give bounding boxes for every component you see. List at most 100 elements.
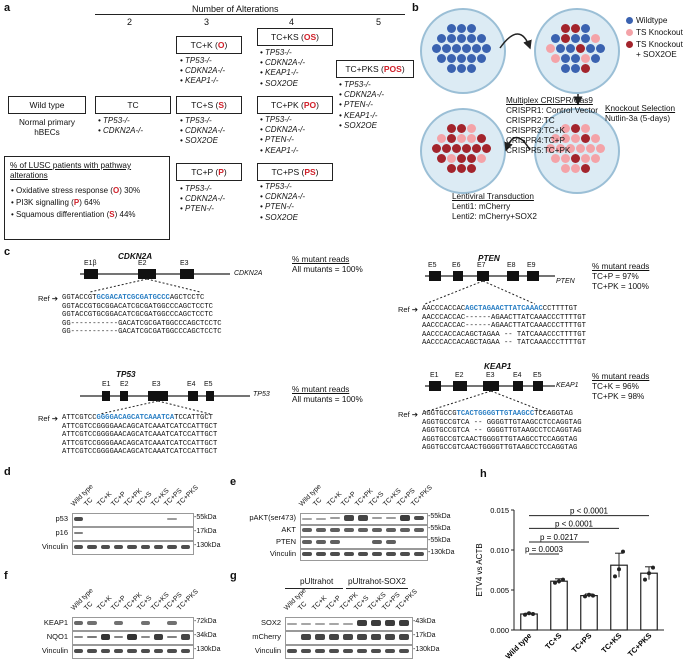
blot-kda: -17kDa [194, 528, 217, 535]
blot-band [316, 517, 326, 520]
blot-band [74, 636, 84, 638]
cell-dot [457, 64, 466, 73]
blot-strip [72, 617, 194, 631]
cdkn2a-e2: E2 [138, 260, 147, 267]
blot-band [87, 635, 97, 639]
cell-dot [561, 134, 570, 143]
blot-band [301, 622, 311, 625]
alterations-header: Number of Alterations [192, 4, 279, 14]
keap1-e2: E2 [455, 372, 464, 379]
g-group-2-rule [346, 588, 408, 589]
blot-band [74, 516, 84, 522]
genes-tc-pk: TP53-/-CDKN2A-/-PTEN-/-KEAP1-/- [260, 115, 305, 156]
group-tc-s: TC+S (S) [176, 96, 242, 114]
blot-band [315, 634, 325, 640]
data-point [643, 577, 647, 582]
cell-dot [586, 44, 595, 53]
tp53-ref-seq: ATTCGTCCGGGGACAGCATCAAATCATCCATTGCT [62, 414, 213, 422]
blot-band [400, 551, 410, 557]
cell-dot [477, 34, 486, 43]
blot-band [344, 528, 354, 532]
data-point [621, 549, 625, 554]
pten-gene-diagram [424, 271, 555, 305]
blot-band [358, 528, 368, 532]
cell-dot [561, 154, 570, 163]
blot-band [74, 544, 84, 550]
cell-dot [571, 164, 580, 173]
cell-dot [447, 164, 456, 173]
cell-dot [581, 24, 590, 33]
group-tc: TC [95, 96, 171, 114]
blot-band [343, 622, 353, 625]
pten-e9: E9 [527, 262, 536, 269]
y-tick-label: 0.000 [490, 626, 509, 635]
x-tick-label: TC+PKS [626, 631, 653, 658]
blot-band [287, 622, 297, 625]
blot-band [127, 634, 137, 640]
panel-b-legend: Wildtype TS Knockout TS Knockout + SOX2O… [626, 16, 685, 60]
keap1-e3: E3 [486, 372, 495, 379]
blot-band [372, 517, 382, 520]
cell-dot [477, 54, 486, 63]
blot-kda: -55kDa [428, 513, 451, 520]
x-tick-label: Wild type [504, 631, 534, 661]
cell-dot [551, 34, 560, 43]
blot-band [154, 634, 164, 640]
data-point [583, 594, 587, 599]
blot-band [127, 544, 137, 550]
blot-band [371, 634, 381, 640]
blot-band [180, 634, 190, 640]
bar [550, 580, 568, 631]
blot-band [358, 515, 368, 521]
blot-band [316, 551, 326, 557]
cell-dot [457, 164, 466, 173]
blot-band [330, 540, 340, 544]
data-point [527, 611, 531, 616]
blot-band [386, 517, 396, 520]
cdkn2a-e3: E3 [180, 260, 189, 267]
cell-dot [591, 54, 600, 63]
blot-kda: -34kDa [194, 632, 217, 639]
data-point [617, 567, 621, 572]
panel-e-label: e [230, 476, 237, 488]
cell-dot [472, 44, 481, 53]
blot-kda: -55kDa [428, 537, 451, 544]
arrow-crispr [499, 33, 532, 50]
keap1-e4: E4 [513, 372, 522, 379]
blot-band [302, 540, 312, 544]
cell-dot [467, 54, 476, 63]
blot-band [399, 634, 409, 640]
cell-dot [576, 144, 585, 153]
x-tick-label: TC+KS [600, 631, 624, 655]
cell-dot [596, 144, 605, 153]
data-point [561, 577, 565, 582]
data-point [651, 565, 655, 570]
cell-dot [581, 164, 590, 173]
tp53-e5: E5 [204, 381, 213, 388]
blot-strip [72, 527, 194, 541]
cell-dot [586, 144, 595, 153]
panel-a-label: a [4, 2, 11, 14]
genes-tc-k: TP53-/-CDKN2A-/-KEAP1-/- [180, 56, 225, 87]
cell-dot [457, 34, 466, 43]
cell-dot [447, 24, 456, 33]
cell-dot [467, 134, 476, 143]
panel-f-label: f [4, 570, 8, 582]
col-3: 3 [204, 17, 210, 27]
pten-e8: E8 [507, 262, 516, 269]
data-point [553, 580, 557, 585]
cell-dot [457, 154, 466, 163]
blot-band [287, 648, 297, 654]
y-tick-label: 0.005 [490, 586, 509, 595]
cell-dot [482, 44, 491, 53]
blot-band [315, 622, 325, 625]
panel-b-label: b [412, 2, 419, 14]
blot-band [329, 634, 339, 640]
blot-band [114, 635, 124, 639]
cdkn2a-exon-e2 [138, 269, 156, 279]
panel-d-label: d [4, 466, 11, 478]
blot-band [414, 515, 424, 521]
genes-tc-p: TP53-/-CDKN2A-/-PTEN-/- [180, 184, 225, 215]
blot-strip [72, 513, 194, 527]
blot-band [100, 544, 110, 550]
